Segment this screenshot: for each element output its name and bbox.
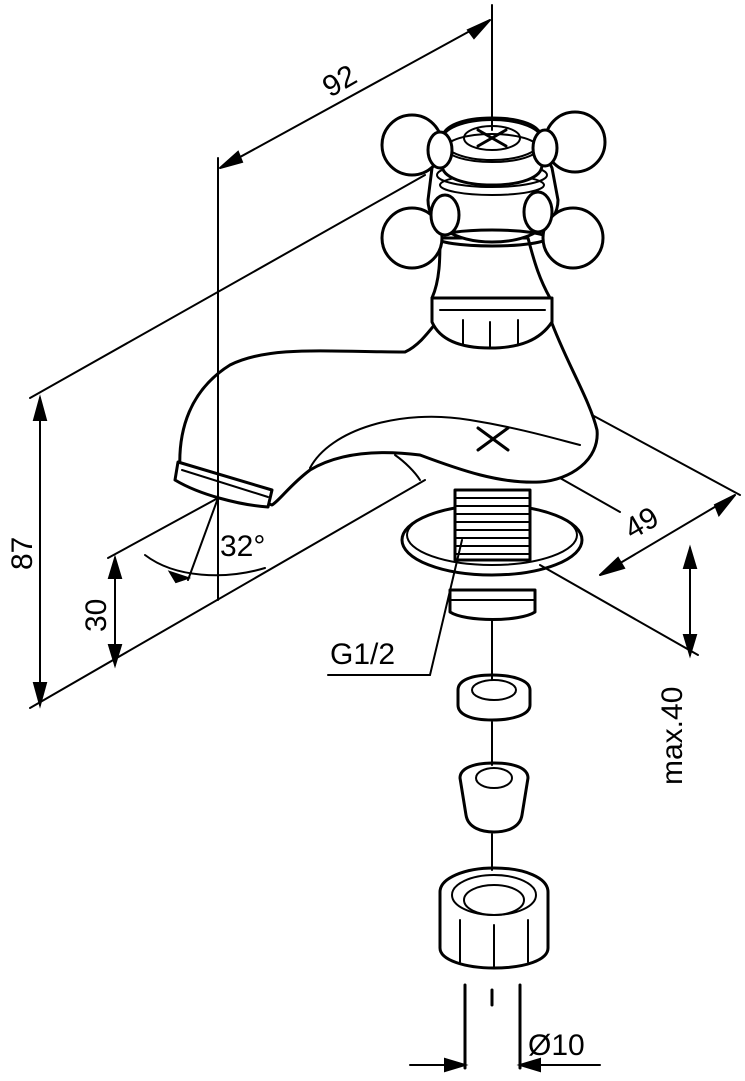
mounting-assembly [400,488,584,621]
threaded-shank [453,488,532,562]
dim-92: 92 [317,59,362,104]
dimension-lines [29,19,741,1073]
pipe [463,983,522,1070]
dim-30: 30 [80,599,113,632]
faucet [173,110,607,509]
handle-knob-bottom-left [380,193,461,270]
dim-angle-32: 32° [220,530,265,563]
compression-nut [438,866,550,970]
spout-nozzle [173,460,274,509]
handle-knob-top-right [531,110,607,174]
handle-knob-bottom-right [522,190,605,270]
olive-ring [458,761,530,834]
handle-knob-top-left [380,113,454,177]
shank-nut [448,588,537,621]
dim-49: 49 [619,501,664,546]
dim-g1-2: G1/2 [330,638,395,671]
dim-max-40: max.40 [656,687,689,785]
dim-87: 87 [6,537,39,570]
dim-diameter-10: Ø10 [528,1029,585,1062]
spout-body [178,316,599,507]
washer [456,673,532,722]
